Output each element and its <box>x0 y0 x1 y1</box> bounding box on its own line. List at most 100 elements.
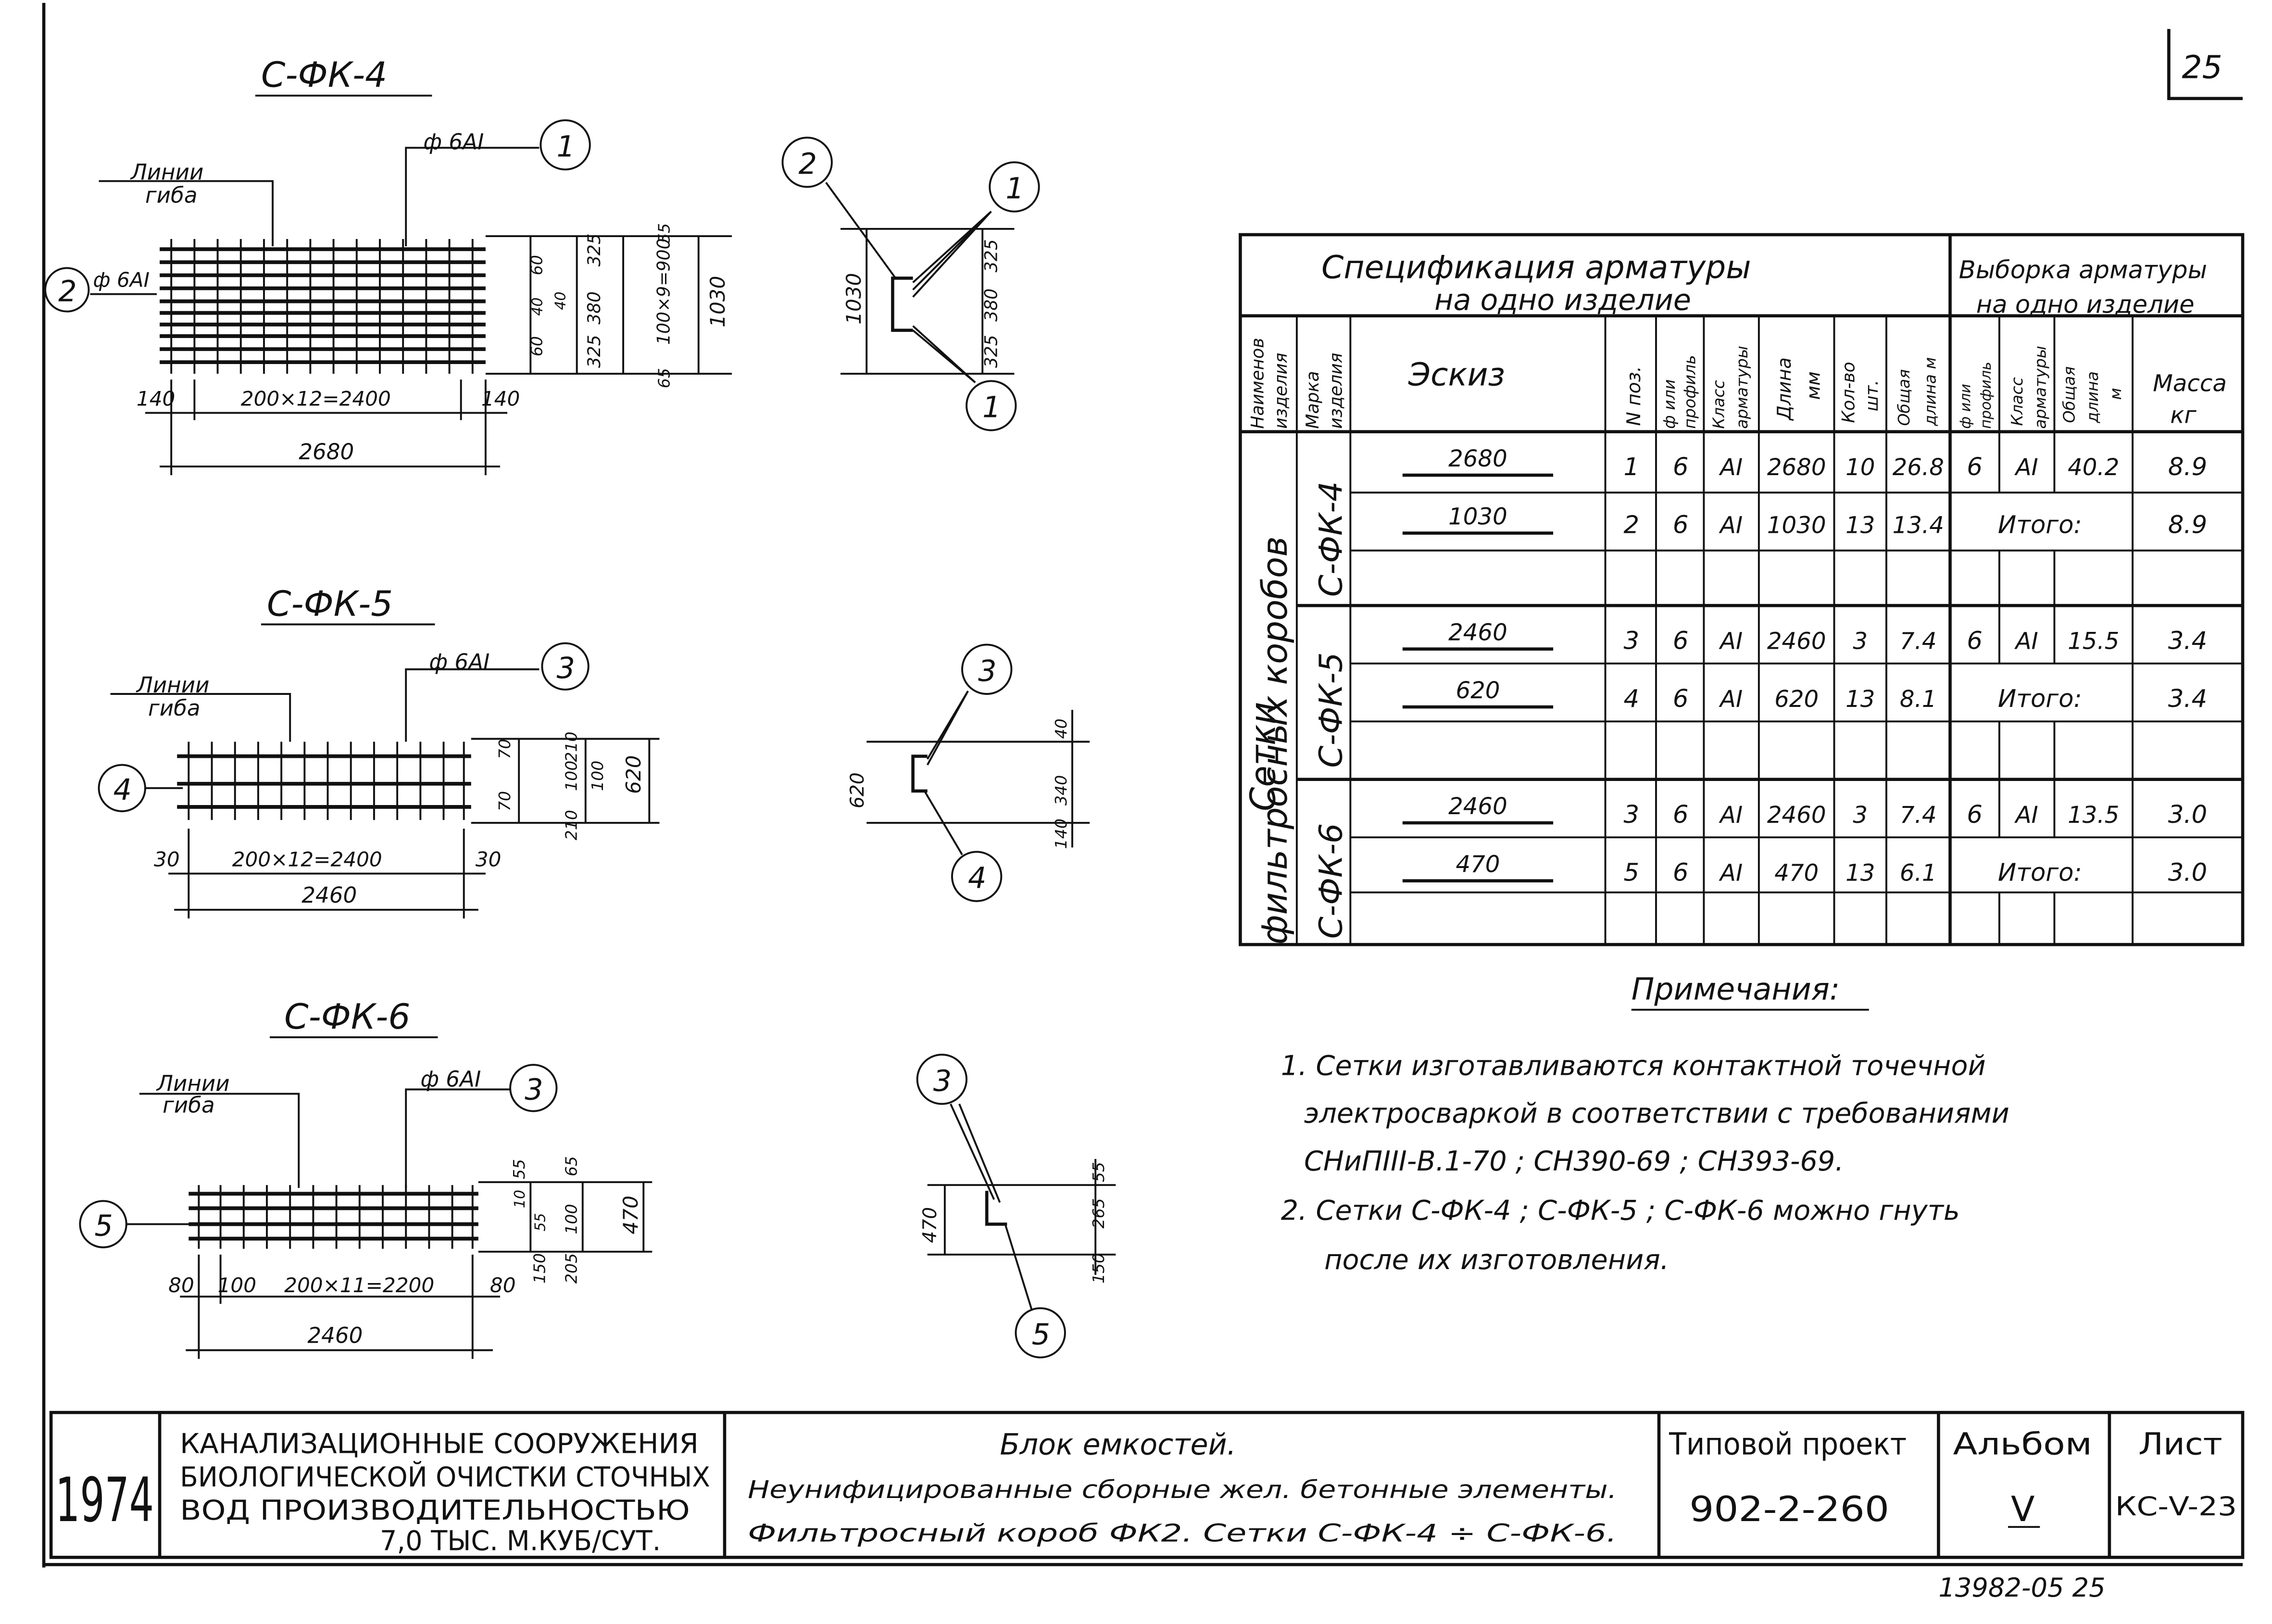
header-sample-total: м <box>2106 388 2125 400</box>
desc-line: Неунифицированные сборные жел. бетонные … <box>748 1475 1617 1504</box>
header-sketch: Эскиз <box>1408 355 1505 393</box>
total-cell: 26.8 <box>1893 454 1944 481</box>
dimension: 10 <box>512 1190 528 1208</box>
length-cell: 2680 <box>1767 454 1826 481</box>
dimension: 100 <box>562 761 581 791</box>
album-label: Альбом <box>1953 1426 2092 1462</box>
sketch-length: 2680 <box>1448 445 1507 472</box>
dimension: 55 <box>1089 1162 1108 1182</box>
project-number: 902-2-260 <box>1689 1489 1889 1530</box>
header-sample-total: длина <box>2083 371 2102 424</box>
dimension: 40 <box>529 297 546 315</box>
desc-line: Фильтросный короб ФК2. Сетки С-ФК-4 ÷ С-… <box>748 1519 1617 1548</box>
dimension: 65 <box>562 1156 581 1176</box>
mesh-drawing-sfk6: С-ФК-6 Линии гиба ф 6АI 3 5 <box>79 997 653 1359</box>
desc-line: Блок емкостей. <box>1000 1428 1236 1462</box>
project-label: Типовой проект <box>1669 1426 1907 1462</box>
mesh-grid <box>188 1185 478 1249</box>
bar-callout: ф 6АI <box>429 649 490 675</box>
title-block: 1974 КАНАЛИЗАЦИОННЫЕ СООРУЖЕНИЯ БИОЛОГИЧ… <box>49 1410 2245 1559</box>
class-cell: АI <box>1719 802 1743 829</box>
bend-line-label: Линии <box>156 1070 230 1096</box>
dimension: 100 <box>218 1273 256 1297</box>
drawing-title: С-ФК-6 <box>284 997 410 1037</box>
spec-title: Спецификация арматуры <box>1321 248 1751 286</box>
sample-diameter: 6 <box>1967 627 1983 655</box>
org-line: ВОД ПРОИЗВОДИТЕЛЬНОСТЬЮ <box>180 1495 690 1526</box>
position-marker: 1 <box>1005 172 1024 206</box>
org-line: 7,0 ТЫС. М.КУБ/СУТ. <box>380 1525 661 1557</box>
group-name: фильтросных коробов <box>1255 536 1295 944</box>
position-marker: 1 <box>982 391 1001 425</box>
total-cell: 8.1 <box>1900 686 1937 713</box>
dimension: 265 <box>1089 1198 1108 1228</box>
header-length: мм <box>1803 371 1824 400</box>
header-name: Наименов <box>1247 338 1268 428</box>
note-line: после их изготовления. <box>1324 1244 1669 1276</box>
position-marker: 3 <box>933 1064 952 1098</box>
position-marker: 5 <box>95 1209 113 1243</box>
sample-mass: 3.4 <box>2168 627 2207 655</box>
class-cell: АI <box>1719 860 1743 887</box>
length-cell: 2460 <box>1767 628 1826 655</box>
year: 1974 <box>55 1465 154 1536</box>
itogo-label: Итого: <box>1998 511 2082 540</box>
org-line: БИОЛОГИЧЕСКОЙ ОЧИСТКИ СТОЧНЫХ <box>180 1460 710 1493</box>
dimension: 55 <box>532 1213 549 1231</box>
total-cell: 7.4 <box>1900 628 1937 655</box>
sheet-label: Лист <box>2138 1426 2222 1462</box>
mesh-section-sfk4: 2 1 1 1030 325 380 325 <box>781 137 1040 431</box>
dimension: 60 <box>527 336 546 356</box>
position-marker: 5 <box>1032 1318 1050 1352</box>
header-sample-class: Класс <box>2008 377 2026 426</box>
count-cell: 3 <box>1853 802 1868 829</box>
bend-line-label: гиба <box>148 695 201 721</box>
sample-diameter: 6 <box>1967 453 1983 481</box>
class-cell: АI <box>1719 686 1743 713</box>
diameter-cell: 6 <box>1673 511 1689 540</box>
itogo-mass: 3.4 <box>2168 684 2207 713</box>
bend-line-label: гиба <box>163 1093 215 1118</box>
dimension: 60 <box>527 255 546 275</box>
dimension: 340 <box>1052 775 1070 806</box>
pos-cell: 1 <box>1623 453 1639 481</box>
dimension: 210 <box>562 731 581 762</box>
dimension: 380 <box>584 291 604 325</box>
notes-block: Примечания: 1. Сетки изготавливаются кон… <box>1281 971 2009 1276</box>
dimension: 30 <box>154 847 180 871</box>
dimension: 30 <box>476 847 502 871</box>
group-name: Сетки <box>1243 702 1284 811</box>
drawing-title: С-ФК-4 <box>261 55 387 96</box>
dimension: 100×9=900 <box>653 239 674 345</box>
header-class: арматуры <box>1732 346 1751 429</box>
sample-title: на одно изделие <box>1976 290 2195 319</box>
header-sample-class: арматуры <box>2031 346 2049 429</box>
header-name: изделия <box>1270 352 1291 428</box>
section-height: 1030 <box>842 273 866 325</box>
pos-cell: 4 <box>1623 684 1639 713</box>
sheet-number: 25 <box>2182 49 2222 86</box>
dimension: 210 <box>562 810 581 840</box>
header-count: шт. <box>1861 380 1882 412</box>
sample-class: АI <box>2014 802 2038 829</box>
dimension: 380 <box>980 289 1001 322</box>
dimension: 325 <box>584 335 604 368</box>
album-value: V <box>2011 1489 2034 1530</box>
pos-cell: 3 <box>1623 627 1639 655</box>
pos-cell: 3 <box>1623 800 1639 829</box>
dimension: 2460 <box>301 882 357 908</box>
header-mark: Марка <box>1302 371 1323 428</box>
bend-line-label: гиба <box>145 183 198 208</box>
count-cell: 10 <box>1845 454 1875 481</box>
dimension: 140 <box>137 387 175 410</box>
mesh-grid <box>160 239 486 374</box>
spec-title: на одно изделие <box>1434 284 1691 317</box>
count-cell: 13 <box>1845 512 1875 539</box>
mesh-section-sfk5: 3 4 620 340 40 140 <box>847 643 1090 902</box>
dimension: 100 <box>562 1204 581 1234</box>
dimension: 80 <box>490 1273 516 1297</box>
sample-mass: 3.0 <box>2168 800 2207 829</box>
dimension: 200×12=2400 <box>232 847 382 871</box>
length-cell: 2460 <box>1767 802 1826 829</box>
